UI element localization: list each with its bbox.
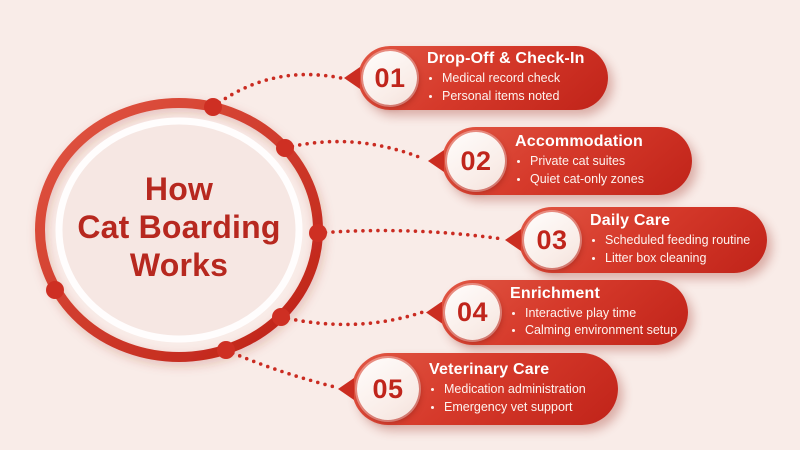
step-number-badge-3: 03 <box>524 212 580 268</box>
step-bullets-3: Scheduled feeding routine Litter box cle… <box>590 232 750 267</box>
step-bullet: Emergency vet support <box>444 399 586 417</box>
step-card-4: 04 Enrichment Interactive play time Calm… <box>426 280 688 345</box>
ring-node-step-1 <box>204 98 222 116</box>
inner-circle <box>55 117 303 343</box>
connector-step-3 <box>316 228 505 241</box>
step-bullet: Private cat suites <box>530 153 644 171</box>
center-title: How Cat Boarding Works <box>59 170 299 284</box>
step-card-3: 03 Daily Care Scheduled feeding routine … <box>505 207 767 273</box>
connector-step-1 <box>211 72 343 109</box>
step-card-5: 05 Veterinary Care Medication administra… <box>338 353 618 425</box>
step-bullet: Quiet cat-only zones <box>530 171 644 189</box>
connector-step-2 <box>283 139 426 161</box>
step-card-2: 02 Accommodation Private cat suites Quie… <box>428 127 692 195</box>
connector-step-5 <box>224 348 337 389</box>
center-title-line-1: How <box>144 171 214 207</box>
step-number-badge-4: 04 <box>445 285 500 340</box>
step-number-1: 01 <box>374 62 406 93</box>
step-number-3: 03 <box>536 224 568 255</box>
step-bullets-1: Medical record check Personal items note… <box>427 70 585 105</box>
ring-node-step-3 <box>309 224 327 242</box>
step-title-1: Drop-Off & Check-In <box>427 50 585 67</box>
step-number-2: 02 <box>460 145 492 176</box>
step-bullets-2: Private cat suites Quiet cat-only zones <box>515 153 644 188</box>
center-title-line-3: Works <box>129 247 229 283</box>
ring-node-decorative <box>46 281 64 299</box>
connector-step-4 <box>279 310 425 327</box>
step-bullet: Medication administration <box>444 381 586 399</box>
step-title-4: Enrichment <box>510 284 601 302</box>
step-title-3: Daily Care <box>590 212 671 229</box>
step-number-badge-2: 02 <box>447 132 505 190</box>
step-number-badge-1: 01 <box>363 51 417 105</box>
step-bullet: Medical record check <box>442 70 585 88</box>
step-bullets-4: Interactive play time Calming environmen… <box>510 305 677 340</box>
step-bullet: Calming environment setup <box>525 322 677 340</box>
step-number-5: 05 <box>372 373 404 404</box>
step-bullet: Interactive play time <box>525 305 677 323</box>
ring-node-step-4 <box>272 308 290 326</box>
step-bullet: Litter box cleaning <box>605 250 750 268</box>
step-card-1: 01 Drop-Off & Check-In Medical record ch… <box>344 46 608 110</box>
step-bullet: Personal items noted <box>442 88 585 106</box>
ring-node-step-5 <box>217 341 235 359</box>
step-number-badge-5: 05 <box>357 358 419 420</box>
step-bullet: Scheduled feeding routine <box>605 232 750 250</box>
step-title-2: Accommodation <box>515 133 643 150</box>
step-title-5: Veterinary Care <box>429 361 550 378</box>
step-number-4: 04 <box>456 297 489 327</box>
step-bullets-5: Medication administration Emergency vet … <box>429 381 586 416</box>
ring-node-step-2 <box>276 139 294 157</box>
center-title-line-2: Cat Boarding <box>77 209 281 245</box>
